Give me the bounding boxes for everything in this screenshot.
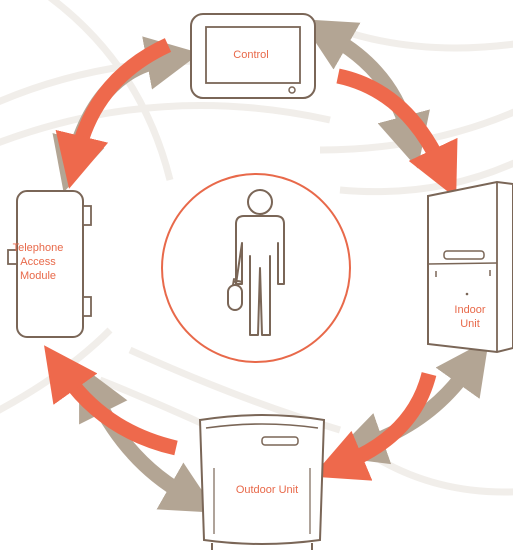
outdoor-unit-label: Outdoor Unit [235, 484, 299, 496]
telephone-access-module-label: Telephone Access Module [2, 241, 74, 283]
service-technician-icon [227, 189, 285, 336]
arrow-control-to-furnace [336, 68, 458, 199]
arrow-control-to-tam [55, 38, 172, 189]
telephone-access-module-icon [7, 190, 92, 338]
indoor-unit-label: Indoor Unit [434, 303, 506, 331]
center-group [161, 173, 351, 363]
arrow-furnace-to-outdoor [312, 372, 437, 481]
control-label: Control [233, 49, 269, 61]
condenser-icon [198, 414, 326, 550]
furnace-icon [427, 180, 513, 354]
arrow-outdoor-to-telephone [44, 345, 178, 456]
thermostat-icon [190, 13, 316, 99]
telephone-access-module-label-line-3: Module [19, 270, 57, 282]
indoor-unit-label-line-2: Unit [460, 318, 480, 330]
center-circle [161, 173, 351, 363]
primary-arrows [44, 38, 458, 481]
telephone-access-module-label-line-1: Telephone [12, 242, 64, 254]
telephone-access-module-label-line-2: Access [20, 256, 56, 268]
indoor-unit-label-line-1: Indoor [454, 304, 486, 316]
